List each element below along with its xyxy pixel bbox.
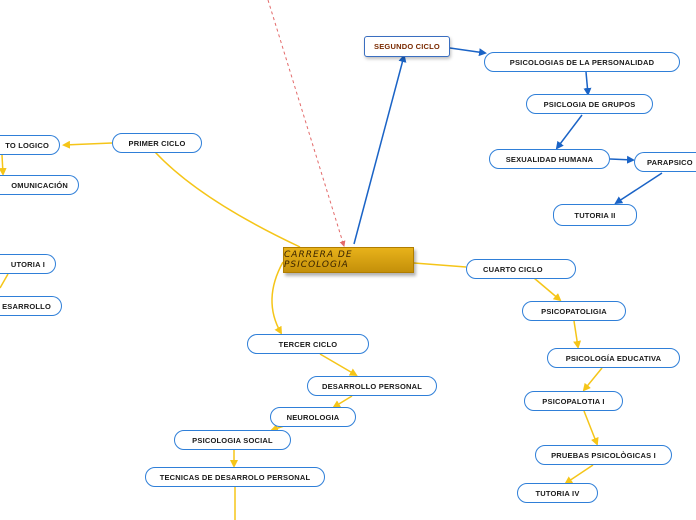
node-neurologia[interactable]: NEUROLOGIA [270, 407, 356, 427]
connector-personalidad-grupos [583, 71, 592, 96]
connector-pruebas-tutoria4 [564, 464, 594, 485]
node-psicologia-educativa[interactable]: PSICOLOGÍA EDUCATIVA [547, 348, 680, 368]
node-psicopalotia-i[interactable]: PSICOPALOTIA I [524, 391, 623, 411]
connector-educativa-psicopalotia [582, 367, 603, 392]
connector-central-cuarto [413, 262, 467, 268]
connector-logico-comunicacion [0, 154, 7, 176]
connector-tutoria1-desarrollo [0, 273, 9, 289]
node-segundo-ciclo[interactable]: SEGUNDO CICLO [364, 36, 450, 57]
node-psicologias-personalidad[interactable]: PSICOLOGIAS DE LA PERSONALIDAD [484, 52, 680, 72]
node-parapsico[interactable]: PARAPSICO [634, 152, 696, 172]
connector-psicopalotia-pruebas [583, 410, 599, 446]
node-sexualidad-humana[interactable]: SEXUALIDAD HUMANA [489, 149, 610, 169]
connector-sexualidad-parapsico [609, 155, 635, 164]
connector-central-tercer [271, 261, 284, 335]
node-pruebas-psicologicas[interactable]: PRUEBAS PSICOLÒGICAS I [535, 445, 672, 465]
connector-psicopatoligia-educativa [573, 320, 582, 349]
connector-segundo-personalidad [449, 47, 487, 57]
connector-central-primer [154, 151, 301, 248]
node-desarrollo-personal[interactable]: DESARROLLO PERSONAL [307, 376, 437, 396]
node-tercer-ciclo[interactable]: TERCER CICLO [247, 334, 369, 354]
connector-desarrollo-neurologia [332, 395, 353, 409]
connector-tercer-desarrollo [319, 353, 358, 377]
node-tutoria-i[interactable]: UTORIA I [0, 254, 56, 274]
connector-cuarto-psicopatoligia [533, 277, 562, 302]
connector-primer-logico [62, 140, 113, 149]
central-topic[interactable]: CARRERA DE PSICOLOGIA [283, 247, 414, 273]
dashed-relation-line [267, 0, 346, 247]
node-comunicacion[interactable]: OMUNICACIÓN [0, 175, 79, 195]
node-tutoria-iv[interactable]: TUTORIA IV [517, 483, 598, 503]
node-psicologia-social[interactable]: PSICOLOGIA SOCIAL [174, 430, 291, 450]
connector-grupos-sexualidad [555, 114, 583, 150]
node-cuarto-ciclo[interactable]: CUARTO CICLO [466, 259, 576, 279]
node-desarrollo-left[interactable]: ESARROLLO [0, 296, 62, 316]
node-razonamiento-logico[interactable]: TO LOGICO [0, 135, 60, 155]
node-tutoria-ii[interactable]: TUTORIA II [553, 204, 637, 226]
node-psicopatoligia[interactable]: PSICOPATOLIGIA [522, 301, 626, 321]
node-tecnicas-desarrollo[interactable]: TECNICAS DE DESARROLO PERSONAL [145, 467, 325, 487]
connector-parapsico-tutoria2 [614, 172, 663, 205]
node-primer-ciclo[interactable]: PRIMER CICLO [112, 133, 202, 153]
connector-central-segundo [353, 54, 407, 245]
node-psicologia-grupos[interactable]: PSICLOGIA DE GRUPOS [526, 94, 653, 114]
